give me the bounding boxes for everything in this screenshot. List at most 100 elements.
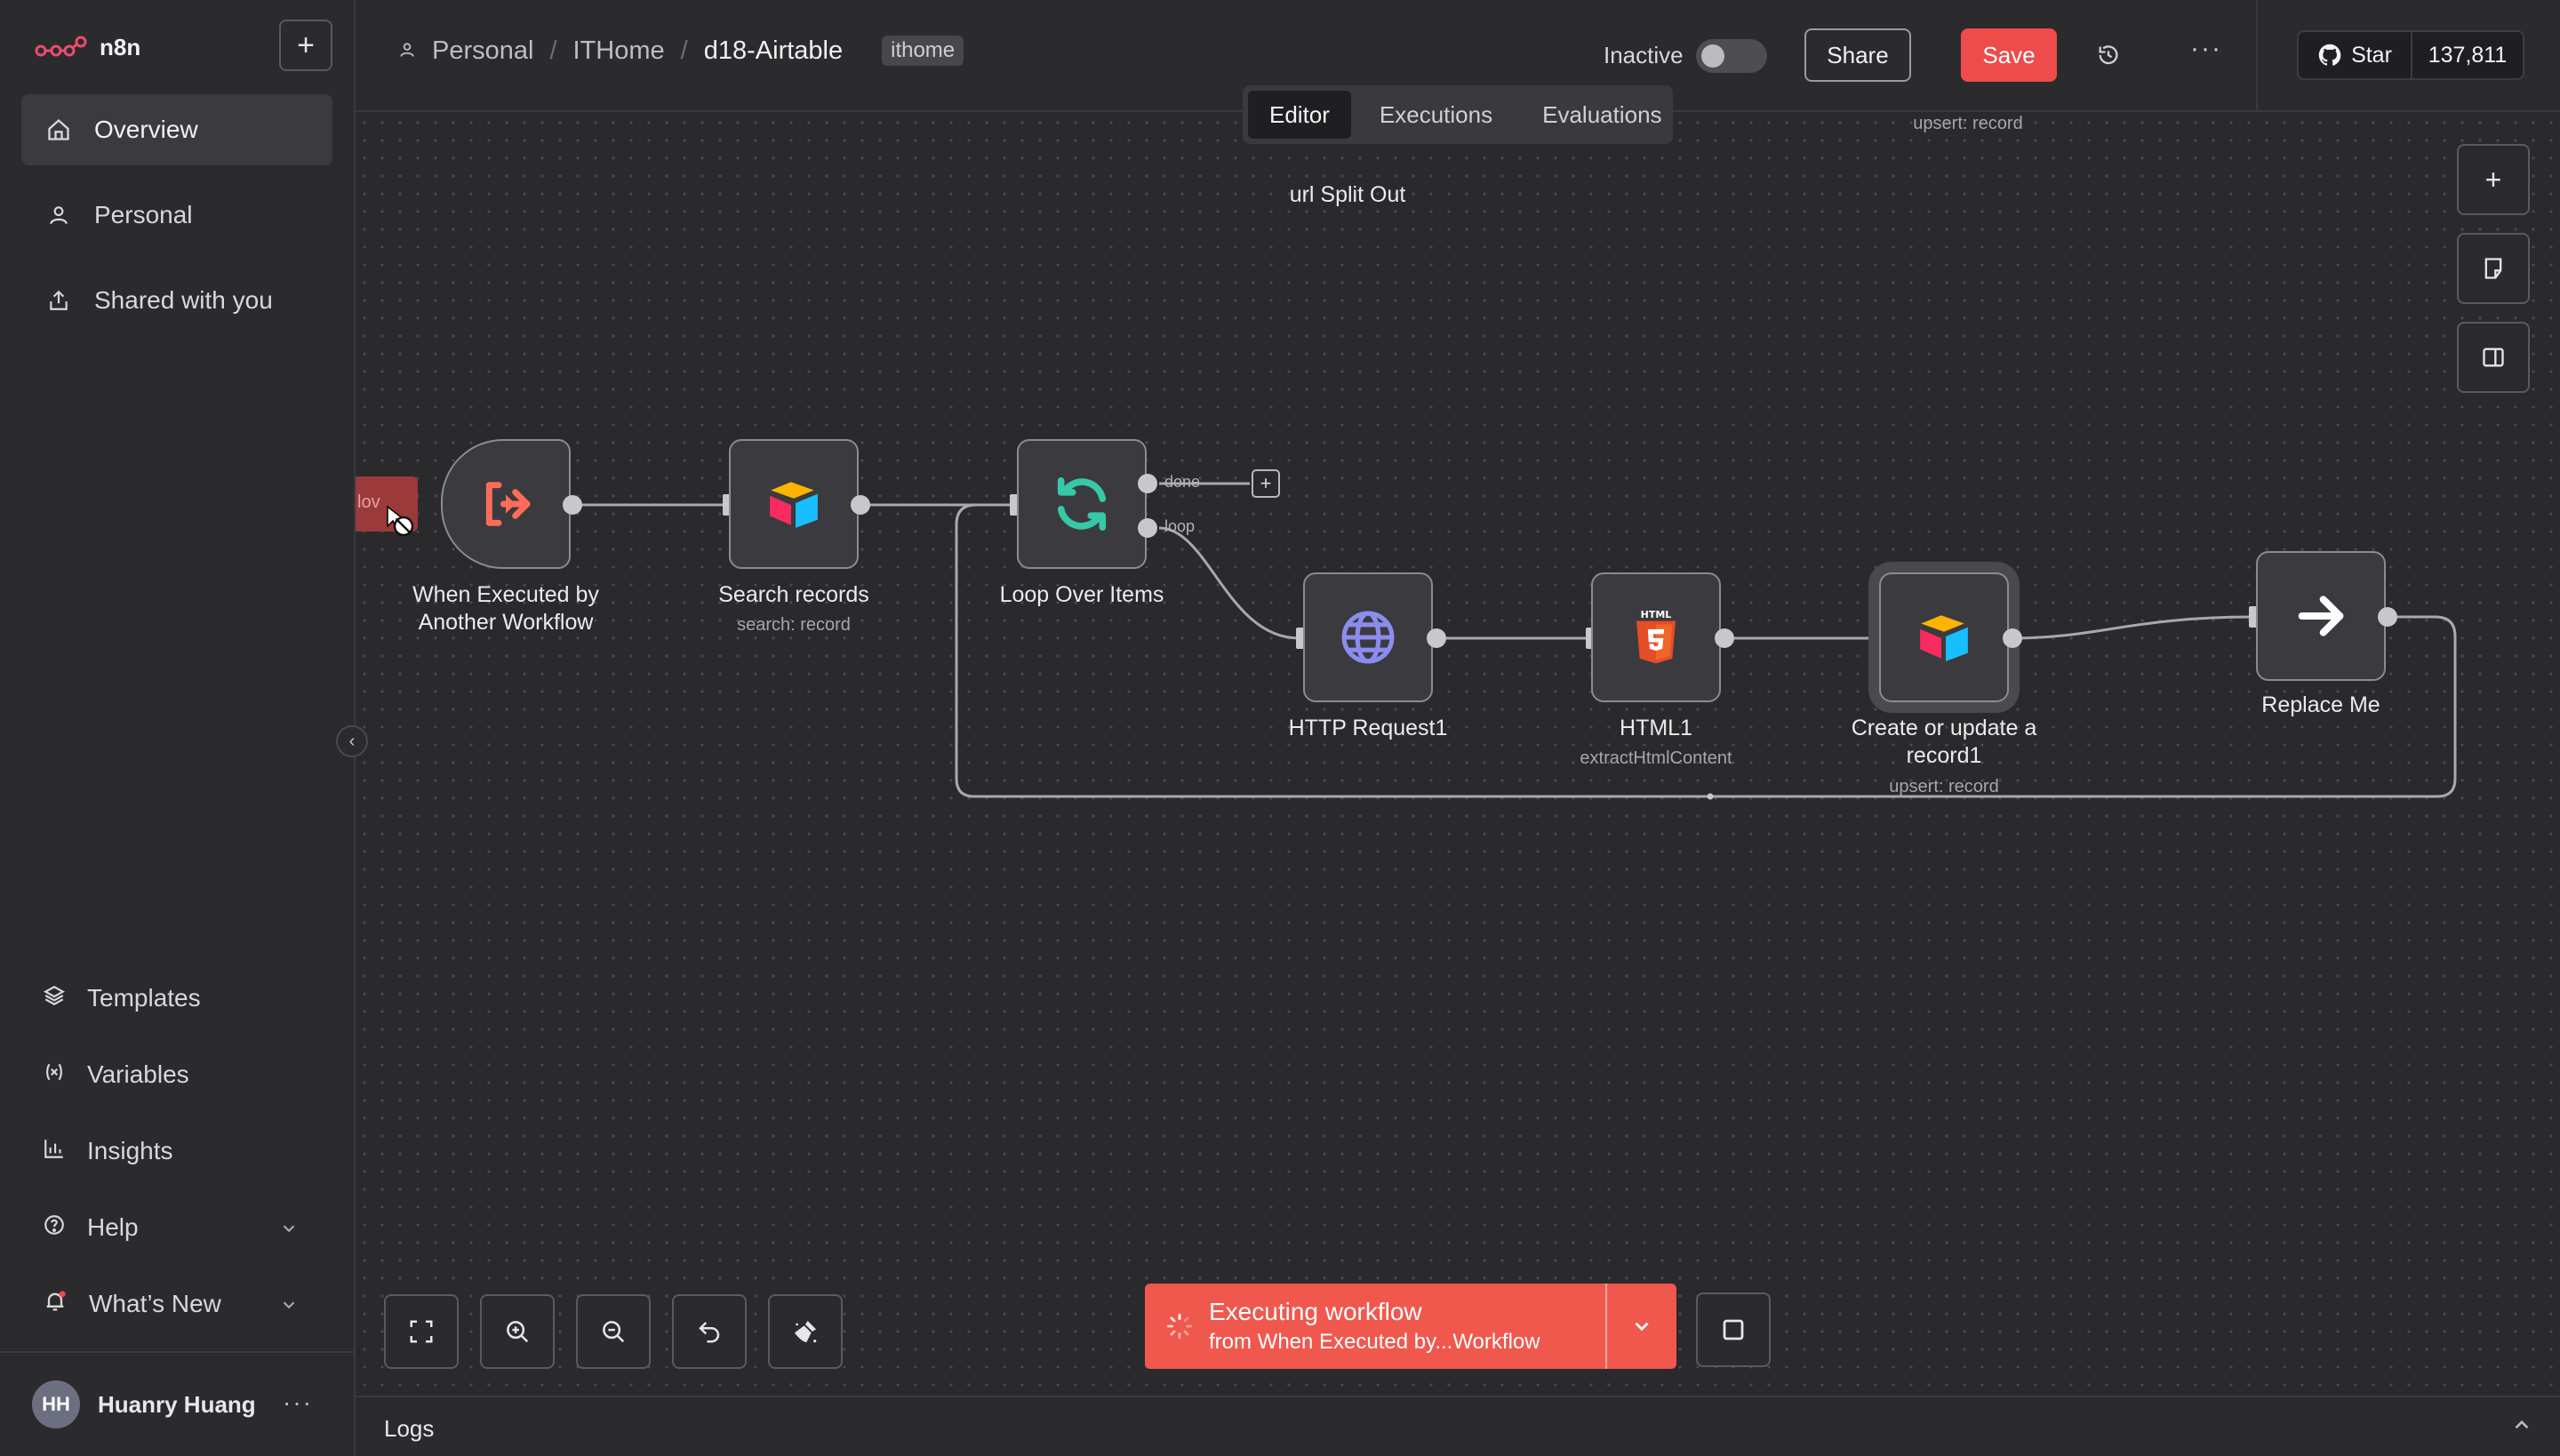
- zoom-in-button[interactable]: [480, 1294, 555, 1369]
- avatar: HH: [32, 1380, 80, 1428]
- undo-icon: [699, 1322, 720, 1343]
- node-http-request[interactable]: [1303, 572, 1433, 702]
- sidebar-item-templates[interactable]: Templates: [21, 967, 332, 1029]
- port-label-done: done: [1164, 473, 1201, 491]
- logs-panel-bar[interactable]: Logs: [356, 1396, 2560, 1456]
- fit-view-button[interactable]: [384, 1294, 459, 1369]
- execution-dropdown-button[interactable]: [1605, 1284, 1676, 1369]
- loop-icon: [1057, 476, 1107, 532]
- airtable-icon: [1920, 615, 1968, 661]
- not-allowed-cursor-icon: [387, 505, 414, 537]
- output-port[interactable]: [2003, 628, 2022, 648]
- more-options-icon[interactable]: ···: [2190, 34, 2222, 63]
- toggle-panel-button[interactable]: [2457, 322, 2530, 393]
- stub-text: lov: [357, 492, 380, 512]
- input-port[interactable]: [1296, 628, 1305, 649]
- tab-executions[interactable]: Executions: [1379, 100, 1493, 128]
- output-port[interactable]: [1427, 628, 1446, 648]
- html5-icon: HTML: [1636, 609, 1676, 664]
- node-sub: upsert: record: [1889, 777, 1999, 796]
- sticky-note-icon: [2484, 258, 2502, 279]
- sidebar-item-label: Shared with you: [94, 286, 273, 314]
- node-loop-over-items[interactable]: [1017, 439, 1147, 569]
- port-label-loop: loop: [1164, 517, 1196, 535]
- more-options-icon[interactable]: ···: [283, 1388, 313, 1416]
- node-replace-me[interactable]: [2256, 551, 2386, 681]
- add-node-button[interactable]: +: [1252, 469, 1280, 498]
- zoom-out-button[interactable]: [576, 1294, 651, 1369]
- variables-icon: [43, 1060, 66, 1090]
- user-name: Huanry Huang: [98, 1390, 256, 1418]
- sidebar-item-help[interactable]: Help: [21, 1196, 332, 1259]
- node-create-or-update-record[interactable]: [1879, 572, 2009, 702]
- output-port[interactable]: [851, 495, 870, 515]
- input-port[interactable]: [2249, 606, 2258, 628]
- n8n-logo[interactable]: n8n: [34, 34, 140, 61]
- node-label: url Split Out: [1289, 182, 1406, 207]
- chevron-left-icon: ‹: [348, 731, 356, 751]
- undo-button[interactable]: [672, 1294, 747, 1369]
- node-sub: search: record: [737, 615, 851, 635]
- output-port-done[interactable]: [1138, 474, 1157, 493]
- plus-icon: +: [1260, 472, 1272, 494]
- sidebar-item-insights[interactable]: Insights: [21, 1120, 332, 1182]
- breadcrumb-project[interactable]: Personal: [432, 36, 534, 65]
- history-button[interactable]: [2089, 36, 2128, 75]
- add-node-panel-button[interactable]: +: [2457, 144, 2530, 215]
- sidebar-item-whats-new[interactable]: What’s New: [21, 1273, 332, 1335]
- node-execute-workflow-trigger[interactable]: [441, 439, 571, 569]
- save-button[interactable]: Save: [1961, 28, 2057, 82]
- sidebar-item-label: What’s New: [89, 1290, 221, 1317]
- node-sub: extractHtmlContent: [1580, 748, 1732, 768]
- user-menu[interactable]: HH Huanry Huang ···: [0, 1351, 356, 1456]
- sidebar-item-label: Insights: [87, 1137, 173, 1164]
- connection-loop-http: [1158, 526, 1300, 640]
- panel-icon: [2483, 348, 2504, 367]
- output-port[interactable]: [2378, 607, 2397, 627]
- user-icon: [44, 201, 73, 229]
- workflow-canvas[interactable]: url Split Out upsert: record lov When Ex…: [356, 114, 2560, 1396]
- sidebar-item-personal[interactable]: Personal: [21, 180, 332, 251]
- node-sub: upsert: record: [1913, 114, 2023, 133]
- connection-replace-loopback: [955, 503, 2457, 798]
- executing-workflow-banner[interactable]: Executing workflow from When Executed by…: [1145, 1284, 1676, 1369]
- workflow-tag[interactable]: ithome: [882, 36, 964, 66]
- input-port[interactable]: [1874, 628, 1883, 649]
- breadcrumb-folder[interactable]: ITHome: [572, 36, 665, 65]
- fit-view-icon: [410, 1320, 433, 1343]
- node-html[interactable]: HTML: [1591, 572, 1721, 702]
- workflow-name[interactable]: d18-Airtable: [703, 36, 844, 65]
- create-new-button[interactable]: +: [279, 20, 332, 71]
- tidy-up-button[interactable]: [768, 1294, 843, 1369]
- sidebar-item-label: Templates: [87, 984, 201, 1012]
- input-port[interactable]: [1010, 494, 1019, 516]
- tab-evaluations[interactable]: Evaluations: [1542, 100, 1662, 128]
- github-star-button[interactable]: Star 137,811: [2297, 30, 2524, 80]
- input-port[interactable]: [723, 494, 732, 516]
- sidebar-item-shared[interactable]: Shared with you: [21, 265, 332, 336]
- svg-text:HTML: HTML: [1641, 609, 1672, 620]
- sidebar-item-variables[interactable]: Variables: [21, 1044, 332, 1106]
- templates-icon: [43, 984, 66, 1013]
- chevron-up-icon[interactable]: [2510, 1413, 2533, 1441]
- sidebar-item-overview[interactable]: Overview: [21, 94, 332, 165]
- node-search-records[interactable]: [729, 439, 859, 569]
- tab-editor[interactable]: Editor: [1248, 91, 1351, 139]
- collapse-sidebar-button[interactable]: ‹: [336, 725, 368, 757]
- bell-icon: [43, 1289, 68, 1320]
- output-port[interactable]: [563, 495, 582, 515]
- share-button[interactable]: Share: [1804, 28, 1911, 82]
- stop-execution-button[interactable]: [1696, 1292, 1771, 1367]
- github-star-count: 137,811: [2428, 42, 2508, 68]
- sticky-note-button[interactable]: [2457, 233, 2530, 304]
- active-toggle[interactable]: [1696, 39, 1767, 73]
- output-port[interactable]: [1715, 628, 1734, 648]
- execution-subtitle: from When Executed by...Workflow: [1209, 1330, 1540, 1354]
- node-label: Create or update a record1: [1851, 716, 2037, 768]
- sidebar: n8n + Overview Personal Shared with you …: [0, 0, 356, 1456]
- node-label: Search records: [718, 582, 869, 607]
- input-port[interactable]: [1586, 628, 1595, 649]
- output-port-loop[interactable]: [1138, 518, 1157, 538]
- logs-label: Logs: [384, 1415, 435, 1442]
- connection-airtable-replace: [2012, 615, 2253, 640]
